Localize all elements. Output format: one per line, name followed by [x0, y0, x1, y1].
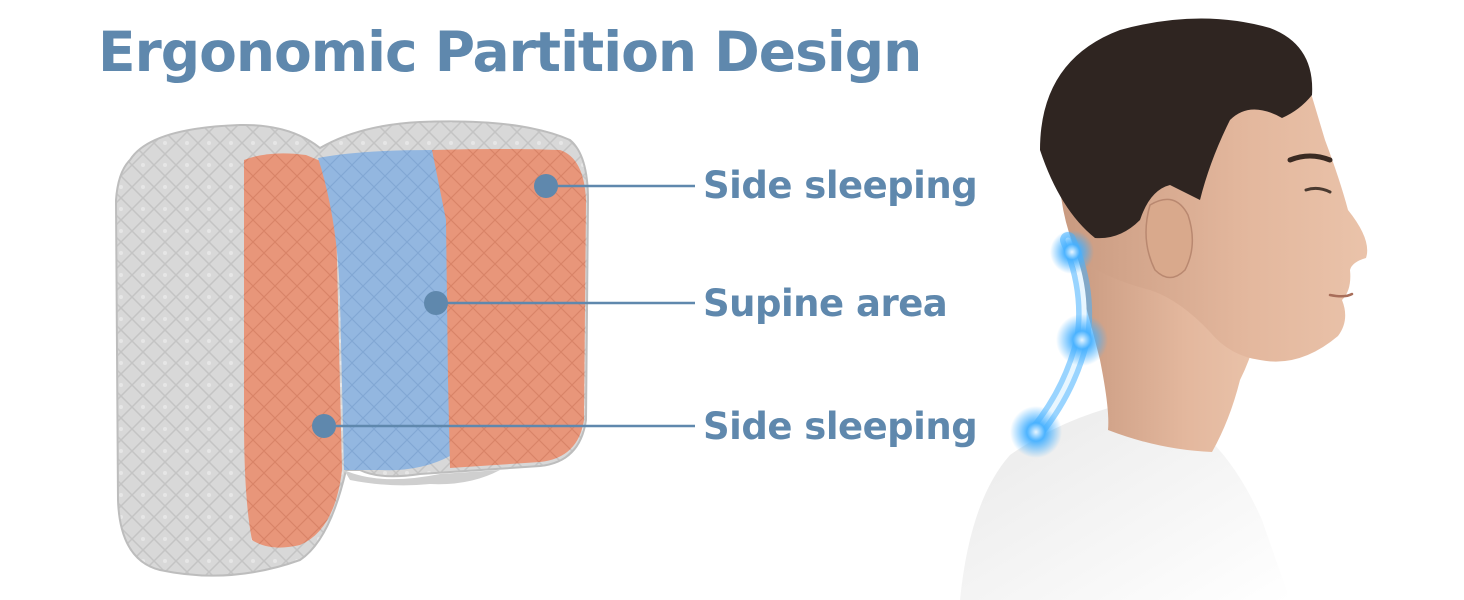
supine-zone	[318, 150, 450, 471]
callout-dot-bottom	[312, 414, 336, 438]
ear	[1145, 198, 1194, 279]
side-zone-left	[244, 153, 342, 548]
side-zone-right	[432, 149, 586, 468]
eyebrow	[1287, 153, 1333, 163]
pillow-bottom-lip	[344, 470, 500, 486]
callout-label-side-sleeping-bottom: Side sleeping	[703, 405, 978, 448]
callout-dot-middle	[424, 291, 448, 315]
spine-glow-point-bottom	[1010, 406, 1062, 458]
cervical-spine-glow	[1010, 230, 1108, 458]
man-profile-photo	[960, 18, 1368, 600]
callout-label-supine-area: Supine area	[703, 282, 948, 325]
mouth	[1328, 292, 1354, 298]
eye	[1304, 186, 1332, 194]
spine-glow-point-middle	[1056, 314, 1108, 366]
headline: Ergonomic Partition Design	[98, 20, 922, 84]
callout-dot-top	[534, 174, 558, 198]
hair	[1040, 18, 1313, 239]
spine-glow-point-top	[1050, 230, 1094, 274]
callout-connectors	[312, 174, 695, 438]
callout-label-side-sleeping-top: Side sleeping	[703, 164, 978, 207]
pillow-illustration	[114, 120, 590, 577]
